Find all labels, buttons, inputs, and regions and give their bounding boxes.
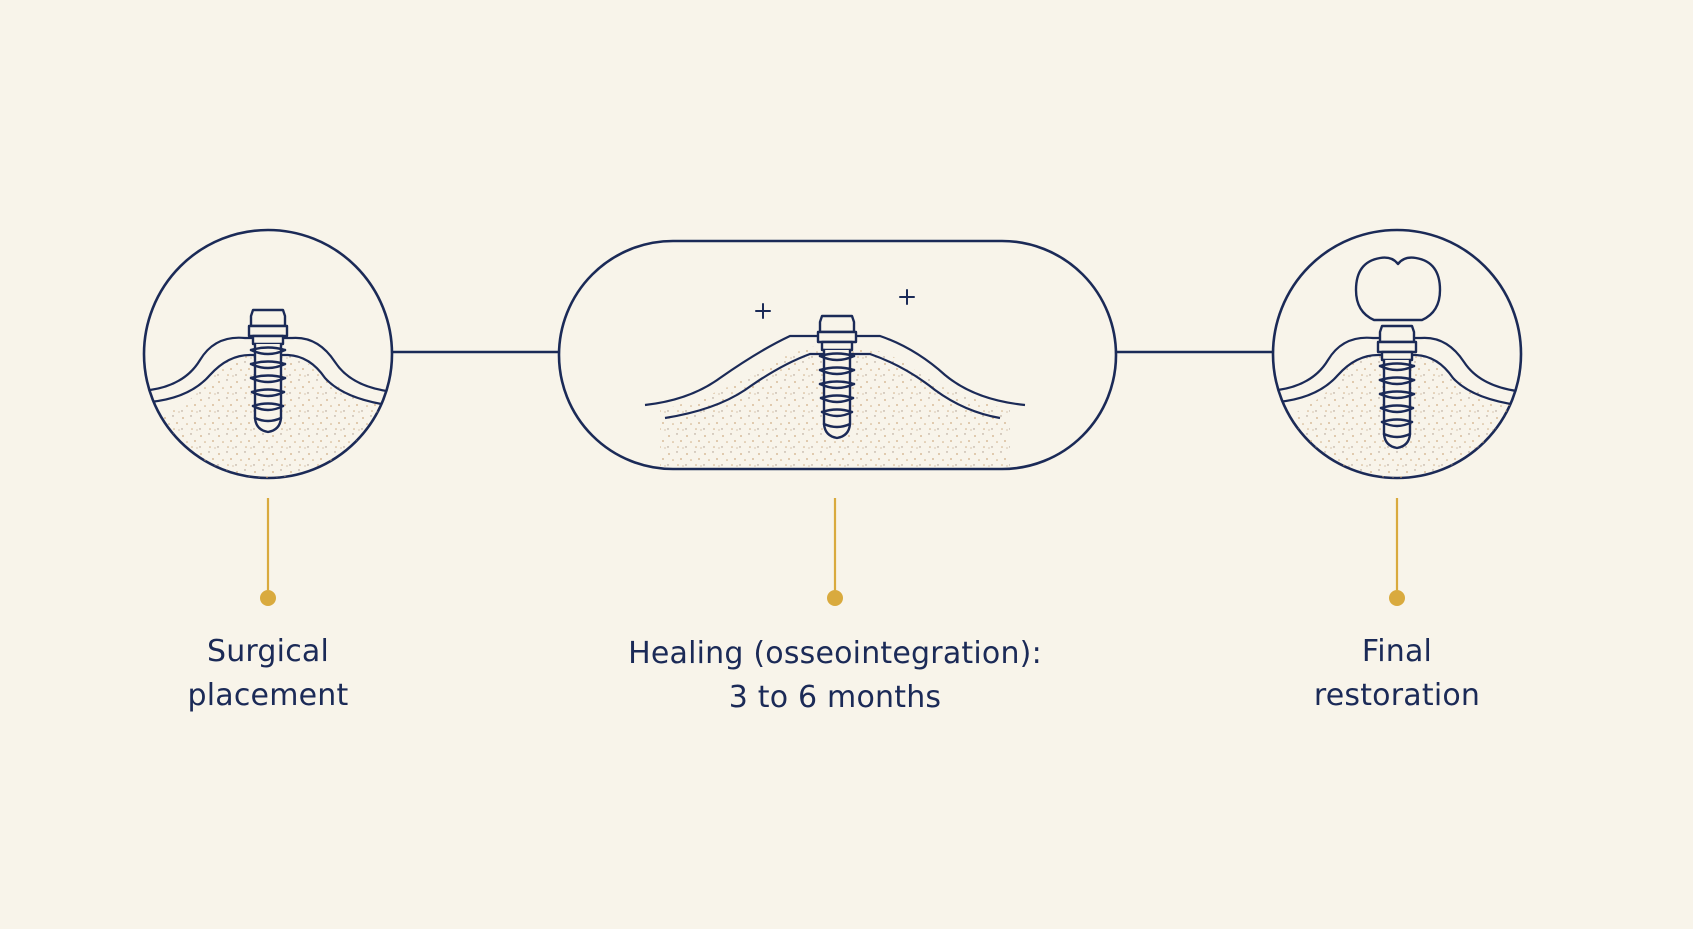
stage-label-line: 3 to 6 months [728, 680, 942, 715]
implant-with-crown-icon [1271, 228, 1523, 480]
stage-marker-3 [1389, 498, 1405, 606]
stage-label-line: Final [1361, 634, 1433, 669]
stage-label-healing: Healing (osseointegration): 3 to 6 month… [585, 632, 1085, 720]
stage-label-line: Surgical [206, 634, 330, 669]
stage-label-final: Final restoration [1247, 630, 1547, 718]
stage-label-line: restoration [1313, 678, 1481, 713]
implant-in-bone-icon [142, 228, 394, 480]
implant-healing-icon [557, 239, 1118, 471]
stage-label-line: Healing (osseointegration): [628, 636, 1042, 671]
stage-marker-2 [827, 498, 843, 606]
sparkle-icon [755, 289, 915, 319]
stage-marker-1 [260, 498, 276, 606]
stage-label-line: placement [187, 678, 349, 713]
stage-label-surgical: Surgical placement [118, 630, 418, 718]
